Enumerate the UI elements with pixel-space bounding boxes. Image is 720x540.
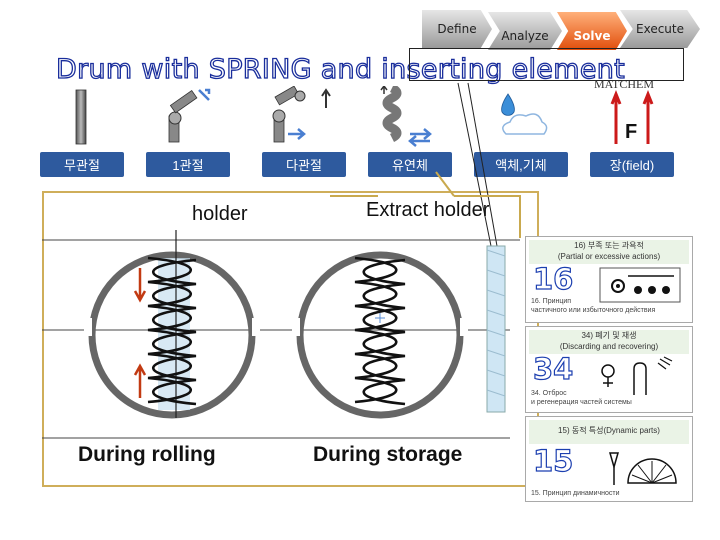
liquid-gas-icon	[501, 93, 548, 135]
step-define[interactable]: Define	[422, 10, 492, 48]
spring-storage	[362, 258, 406, 406]
matchem-label-field[interactable]: 장(field)	[590, 152, 674, 177]
rod-icon	[75, 89, 87, 145]
step-solve-label: Solve	[573, 29, 611, 43]
drum-gap	[84, 318, 92, 336]
gear-icon	[599, 267, 681, 303]
principle-number: 16	[532, 261, 574, 296]
step-solve[interactable]: Solve	[557, 12, 627, 50]
matchem-label-rigid[interactable]: 무관절	[40, 152, 124, 177]
down-arrow-icon	[133, 268, 147, 303]
principle-description: 34. Отброс и регенерация частей системы	[531, 390, 632, 406]
connector-line	[457, 82, 492, 247]
up-arrow-icon	[133, 363, 147, 398]
principle-header: 34) 폐기 및 재생 (Discarding and recovering)	[529, 330, 689, 354]
matchem-label-flexible[interactable]: 유연체	[368, 152, 452, 177]
spring-rolling	[151, 258, 197, 406]
step-analyze-label: Analyze	[501, 29, 549, 43]
spring-storage	[354, 256, 398, 404]
matchem-label-text: 유연체	[392, 158, 428, 173]
matchem-label-text: 다관절	[286, 158, 322, 173]
principle-card-16[interactable]: 16) 부족 또는 과욕적 (Partial or excessive acti…	[525, 236, 693, 323]
holder-label: holder	[192, 203, 248, 225]
principle-number: 15	[532, 443, 574, 478]
step-analyze[interactable]: Analyze	[488, 12, 562, 50]
connector-line	[467, 82, 498, 247]
extracted-holder	[486, 245, 506, 413]
multi-joint-arm-icon	[272, 86, 331, 143]
matchem-label-text: 액체,기체	[495, 158, 547, 173]
drum-gap	[292, 318, 300, 336]
matchem-label-text: 무관절	[64, 158, 100, 173]
principle-description: 15. Принцип динамичности	[531, 490, 620, 497]
principle-header: 15) 동적 특성(Dynamic parts)	[529, 420, 689, 444]
protractor-icon	[609, 452, 677, 485]
principle-card-34[interactable]: 34) 폐기 및 재생 (Discarding and recovering) …	[525, 326, 693, 413]
principle-header: 16) 부족 또는 과욕적 (Partial or excessive acti…	[529, 240, 689, 264]
drum-gap	[252, 318, 260, 336]
step-define-label: Define	[437, 22, 477, 36]
rolling-label: During rolling	[78, 443, 216, 466]
extract-holder-label: Extract holder	[366, 199, 490, 221]
flexible-spring-icon	[380, 86, 432, 147]
connector-line	[435, 171, 455, 197]
field-symbol: F	[625, 121, 637, 143]
matchem-label-text: 1관절	[172, 158, 204, 173]
drum-gap	[460, 318, 468, 336]
spring-rolling	[147, 256, 193, 404]
field-icon: F	[610, 89, 654, 144]
hand-icon	[601, 356, 673, 395]
principle-card-15[interactable]: 15) 동적 특성(Dynamic parts) 15 15. Принцип …	[525, 416, 693, 502]
step-execute[interactable]: Execute	[620, 10, 700, 48]
storage-label: During storage	[313, 443, 463, 466]
title-highlight-box	[409, 48, 684, 81]
matchem-label-one-joint[interactable]: 1관절	[146, 152, 230, 177]
connector-line	[454, 195, 521, 238]
matchem-label-liquid-gas[interactable]: 액체,기체	[474, 152, 568, 177]
principle-description: 16. Принцип частичного или избыточного д…	[531, 298, 656, 314]
center-mark	[375, 313, 385, 323]
matchem-label-multi-joint[interactable]: 다관절	[262, 152, 346, 177]
holder-hatching	[486, 249, 506, 397]
matchem-label: MATCHEM	[594, 77, 655, 91]
single-joint-arm-icon	[168, 88, 211, 143]
step-execute-label: Execute	[636, 22, 684, 36]
principle-number: 34	[532, 351, 574, 386]
matchem-label-text: 장(field)	[609, 158, 655, 173]
